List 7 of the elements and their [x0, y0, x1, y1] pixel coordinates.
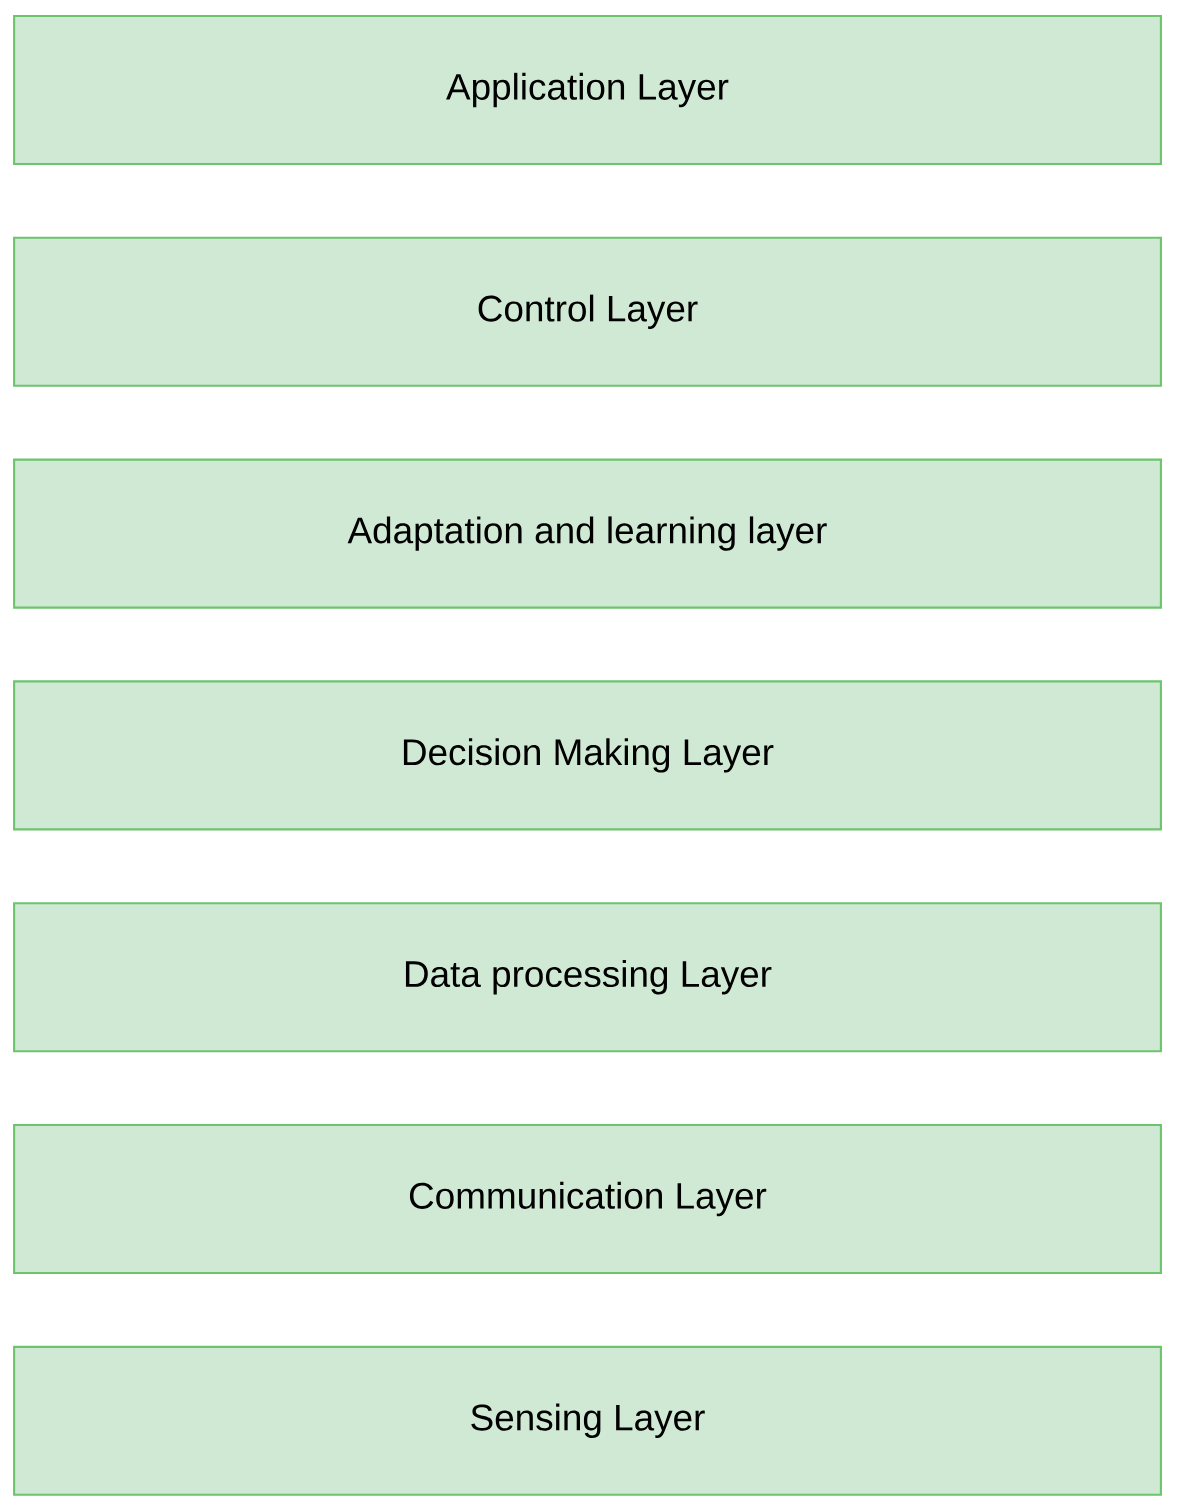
layer-box: Data processing Layer	[13, 902, 1162, 1053]
layer-box: Decision Making Layer	[13, 680, 1162, 831]
layer-box: Communication Layer	[13, 1123, 1162, 1275]
layer-box: Application Layer	[13, 14, 1162, 166]
layer-box: Adaptation and learning layer	[13, 458, 1162, 609]
layer-box: Control Layer	[13, 236, 1162, 387]
layer-box: Sensing Layer	[13, 1345, 1162, 1496]
